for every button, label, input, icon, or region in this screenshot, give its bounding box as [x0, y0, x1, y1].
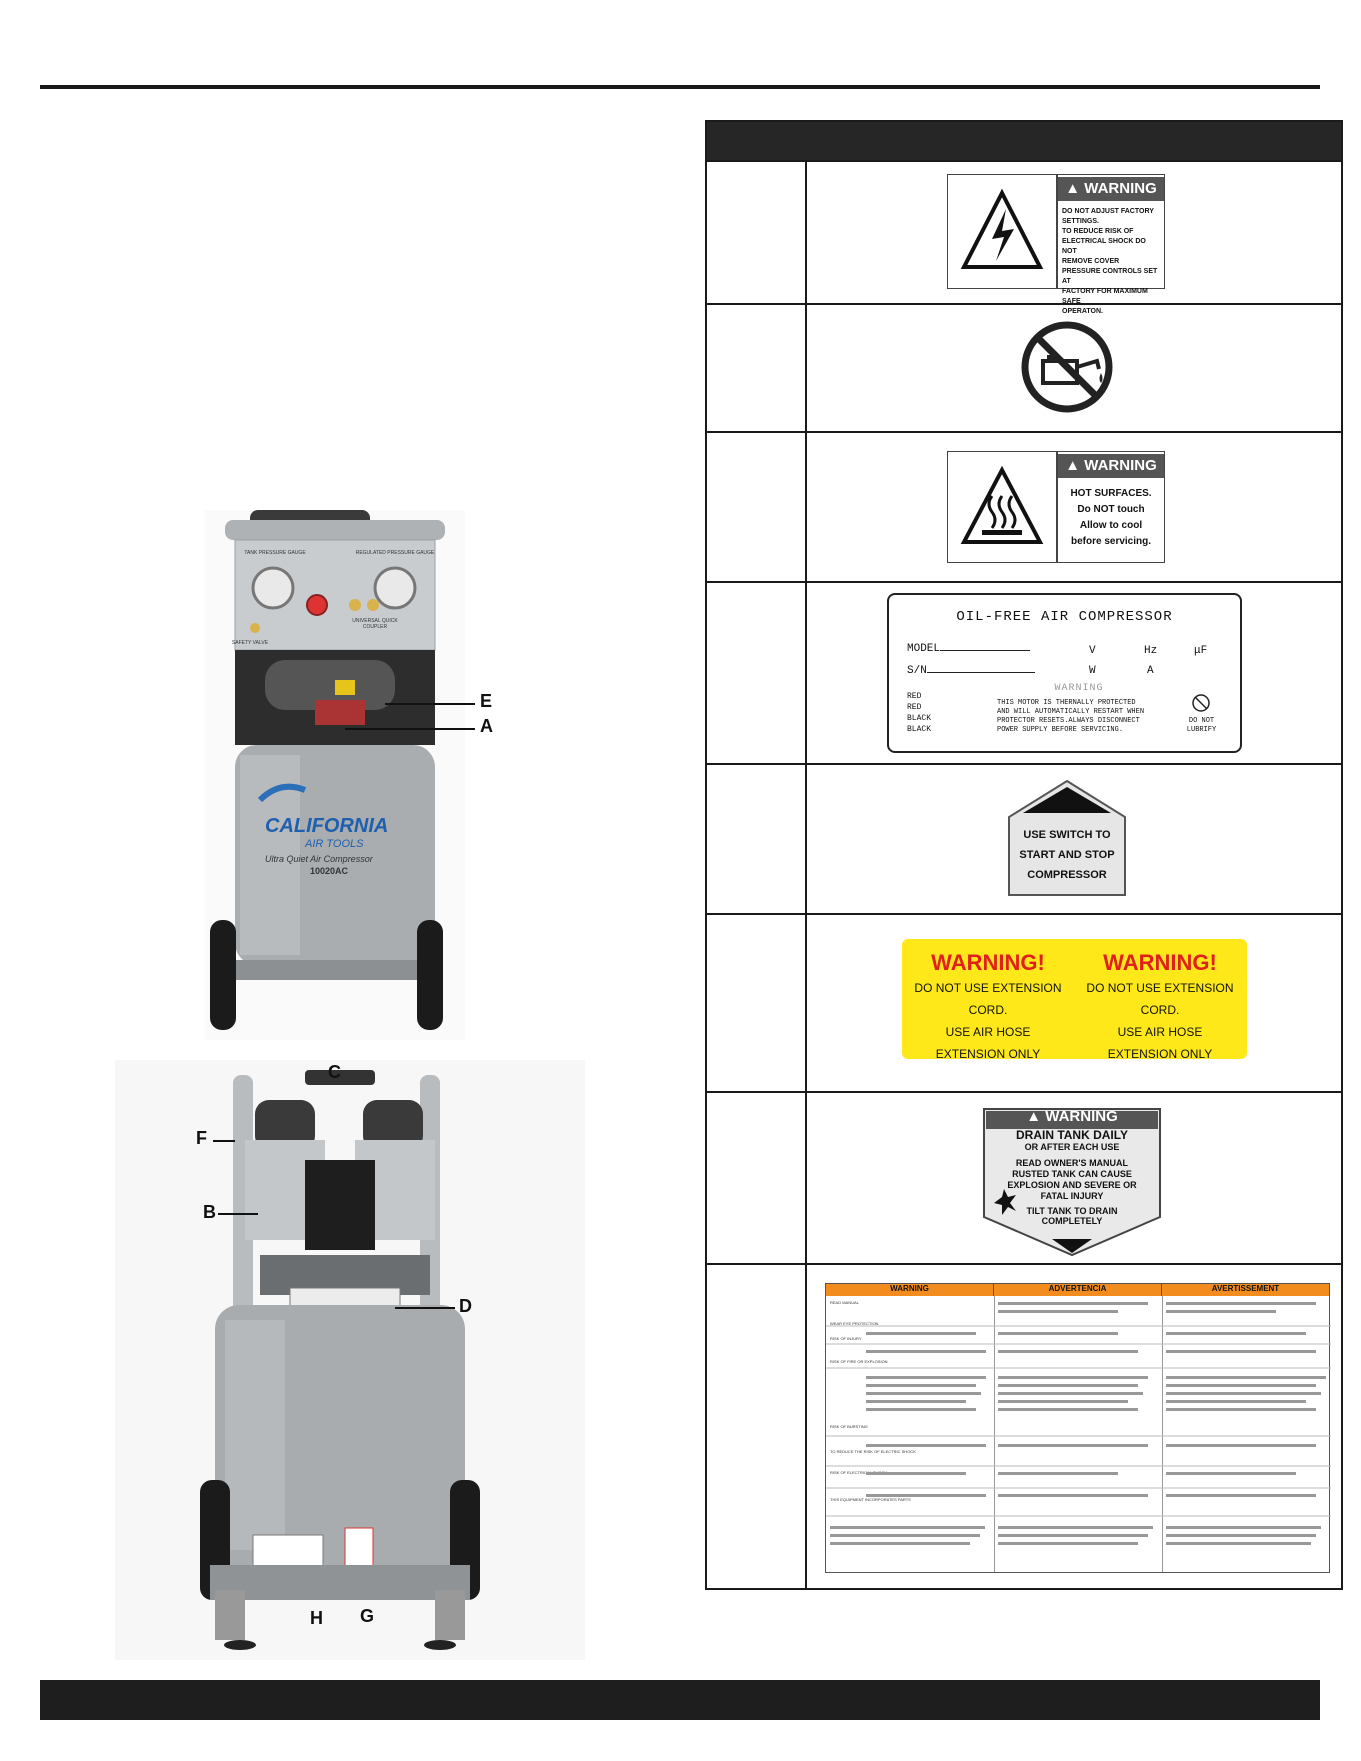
switch-sticker-shape [1008, 779, 1126, 896]
compressor-front-photo: CALIFORNIA AIR TOOLS Ultra Quiet Air Com… [205, 510, 465, 1040]
wiring-legend: RED RED BLACK BLACK [907, 692, 932, 734]
trilingual-body-lines [826, 1302, 1331, 1545]
no-lubricate-icon [1192, 694, 1210, 712]
electric-warning-text: DO NOT ADJUST FACTORY SETTINGS. TO REDUC… [1062, 208, 1158, 315]
brand-logo-text: CALIFORNIA [265, 815, 389, 837]
amps-unit: A [1147, 665, 1154, 677]
hertz-unit: Hz [1144, 645, 1158, 657]
thermal-protection-notice: THIS MOTOR IS THERNALLY PROTECTED AND WI… [997, 699, 1145, 734]
callout-line-d [395, 1307, 455, 1309]
electric-shock-icon [960, 188, 1044, 269]
callout-b: B [203, 1202, 216, 1222]
label-row-electric: ▲ WARNING DO NOT ADJUST FACTORY SETTINGS… [707, 160, 1341, 315]
callout-e: E [480, 691, 493, 711]
brand-logo-sub: AIR TOOLS [305, 838, 364, 850]
watts-unit: W [1089, 665, 1096, 677]
no-oil-icon [1021, 321, 1113, 413]
label-row-switch: USE SWITCH TO START AND STOP COMPRESSOR [707, 763, 1341, 913]
callout-d: D [459, 1296, 472, 1316]
label-row-drain-tank: ▲ WARNING DRAIN TANK DAILY OR AFTER EACH… [707, 1091, 1341, 1263]
serial-field: S/N [907, 665, 1035, 677]
drain-sticker-shape [983, 1108, 1161, 1257]
rating-plate: OIL-FREE AIR COMPRESSOR MODEL S/N V Hz μ… [887, 593, 1242, 753]
column-separator [805, 160, 807, 1588]
microfarad-unit: μF [1194, 645, 1208, 657]
callout-g: G [360, 1606, 375, 1626]
drain-warning-text: DRAIN TANK DAILY OR AFTER EACH USE READ … [1007, 1128, 1137, 1226]
trilingual-header: WARNING ADVERTENCIA AVERTISSEMENT [826, 1284, 1329, 1296]
extension-cord-sticker: WARNING! DO NOT USE EXTENSION CORD. USE … [902, 939, 1247, 1061]
callout-line-f [213, 1140, 235, 1142]
trilingual-warning-sticker: WARNING ADVERTENCIA AVERTISSEMENT READ M… [825, 1283, 1331, 1573]
callout-line-e [385, 703, 475, 705]
electric-warning-header: ▲ WARNING [1058, 177, 1164, 201]
model-badge-text: 10020AC [310, 866, 349, 876]
label-row-hot-surface: ▲ WARNING HOT SURFACES. Do NOT touch All… [707, 431, 1341, 581]
switch-sticker-text: USE SWITCH TO START AND STOP COMPRESSOR [1019, 829, 1115, 881]
hot-surface-sticker: ▲ WARNING HOT SURFACES. Do NOT touch All… [947, 451, 1165, 563]
rating-plate-warning: WARNING [1054, 683, 1104, 694]
compressor-rear-photo [115, 1060, 585, 1660]
label-row-extension-cord: WARNING! DO NOT USE EXTENSION CORD. USE … [707, 913, 1341, 1091]
hot-warning-text: HOT SURFACES. Do NOT touch Allow to cool… [1070, 488, 1152, 547]
gauge-right-label: REGULATED PRESSURE GAUGE [355, 550, 435, 556]
quick-coupler-label: UNIVERSAL QUICK COUPLER [352, 618, 398, 630]
label-row-rating-plate: OIL-FREE AIR COMPRESSOR MODEL S/N V Hz μ… [707, 581, 1341, 763]
alert-triangle-icon: ▲ [1026, 1108, 1046, 1125]
electric-warning-sticker: ▲ WARNING DO NOT ADJUST FACTORY SETTINGS… [947, 174, 1165, 315]
callout-f: F [196, 1128, 207, 1148]
hot-surface-icon [960, 465, 1044, 544]
safety-valve-label: SAFETY VALVE [231, 640, 269, 646]
callout-line-a [345, 728, 475, 730]
extension-warning-right: WARNING! DO NOT USE EXTENSION CORD. USE … [1086, 950, 1234, 1061]
extension-warning-left: WARNING! DO NOT USE EXTENSION CORD. USE … [914, 950, 1062, 1061]
alert-triangle-icon: ▲ [1065, 457, 1085, 474]
table-header-bar [707, 122, 1341, 160]
label-row-no-oil [707, 303, 1341, 431]
top-rule [40, 85, 1320, 89]
footer-bar [40, 1680, 1320, 1720]
trilingual-english-col: READ MANUAL WEAR EYE PROTECTION RISK OF … [830, 1300, 916, 1502]
callout-a: A [480, 716, 493, 736]
drain-warning-header: ▲ WARNING [1026, 1108, 1118, 1125]
model-field: MODEL [907, 643, 1031, 655]
hot-warning-header: ▲ WARNING [1058, 454, 1164, 478]
volts-unit: V [1089, 645, 1096, 657]
callout-h: H [310, 1608, 323, 1628]
callout-c: C [328, 1062, 341, 1082]
alert-triangle-icon: ▲ [1065, 180, 1085, 197]
label-row-trilingual: WARNING ADVERTENCIA AVERTISSEMENT READ M… [707, 1263, 1341, 1590]
product-line-text: Ultra Quiet Air Compressor [265, 854, 373, 864]
callout-line-b [218, 1213, 258, 1215]
rating-plate-title: OIL-FREE AIR COMPRESSOR [956, 609, 1173, 625]
gauge-left-label: TANK PRESSURE GAUGE [244, 550, 306, 556]
label-table: ▲ WARNING DO NOT ADJUST FACTORY SETTINGS… [705, 120, 1343, 1590]
no-lubricate-text: DO NOT LUBRIFY [1186, 717, 1217, 734]
